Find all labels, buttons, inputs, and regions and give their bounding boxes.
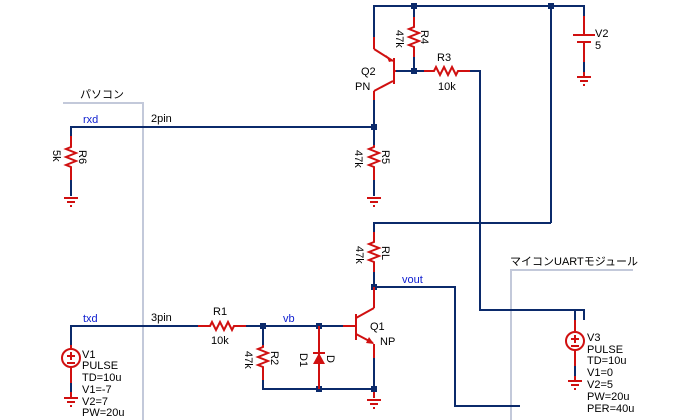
resistor-r3[interactable] [424, 64, 470, 78]
wire-vout[interactable] [374, 286, 520, 407]
mcu-block-border [510, 269, 633, 420]
resistor-r4[interactable] [406, 17, 422, 57]
junction [411, 68, 417, 74]
q1-type: NP [380, 336, 395, 348]
wire-rxd[interactable] [70, 126, 374, 136]
r6-value: 5k [50, 150, 62, 162]
v3-line: PER=40u [587, 403, 634, 415]
v1-line: TD=10u [82, 372, 121, 384]
v3-line: V2=5 [587, 379, 613, 391]
resistor-r2[interactable] [255, 345, 271, 380]
diode-d1[interactable] [313, 326, 325, 389]
r1-name: R1 [213, 306, 227, 318]
battery-v2[interactable] [573, 16, 595, 72]
net-2pin: 2pin [151, 113, 172, 125]
v1-line: V1=-7 [82, 384, 112, 396]
pulse-source-v1[interactable] [61, 345, 81, 392]
d1-type: D [324, 355, 336, 363]
v3-name: V3 [587, 332, 600, 344]
ground-icon [367, 197, 381, 207]
transistor-q1[interactable] [343, 287, 375, 390]
pc-block-label: パソコン [80, 88, 124, 101]
r4-value: 47k [393, 30, 405, 48]
r2-name: R2 [268, 351, 280, 365]
v1-line: V2=7 [82, 396, 108, 408]
v3-line: PULSE [587, 344, 623, 356]
r3-name: R3 [437, 52, 451, 64]
q2-name: Q2 [361, 66, 376, 78]
resistor-r5[interactable] [366, 145, 382, 180]
v1-name: V1 [82, 349, 95, 361]
r6-name: R6 [76, 150, 88, 164]
transistor-q2[interactable] [373, 37, 396, 100]
wire-r3-to-v3[interactable] [470, 70, 585, 320]
wire-ground-bus[interactable] [262, 380, 374, 390]
net-rxd: rxd [83, 114, 98, 126]
r4-name: R4 [418, 30, 430, 44]
ground-icon [64, 197, 78, 207]
wire-txd[interactable] [70, 325, 198, 345]
r2-value: 47k [242, 351, 254, 369]
net-vb: vb [283, 313, 295, 325]
v3-line: PW=20u [587, 391, 630, 403]
ground-icon [64, 392, 78, 407]
junction [371, 124, 377, 130]
junction [411, 3, 417, 9]
mcu-block-label: マイコンUARTモジュール [510, 256, 638, 268]
v3-line: V1=0 [587, 367, 613, 379]
rl-value: 47k [353, 246, 365, 264]
q1-name: Q1 [370, 321, 385, 333]
v1-line: PULSE [82, 360, 118, 372]
r5-name: R5 [379, 150, 391, 164]
wire-top-rail[interactable] [373, 5, 585, 37]
ground-icon [568, 376, 582, 390]
junction [371, 386, 377, 392]
resistor-r6[interactable] [63, 136, 79, 180]
q2-type: PN [355, 81, 370, 93]
rl-name: RL [379, 246, 391, 260]
v3-line: TD=10u [587, 355, 626, 367]
junction [548, 3, 554, 9]
resistor-r1[interactable] [198, 319, 246, 333]
resistor-rl[interactable] [366, 232, 382, 272]
pc-block-border [63, 102, 144, 420]
net-vout: vout [402, 274, 423, 286]
r5-value: 47k [352, 150, 364, 168]
r1-value: 10k [211, 335, 229, 347]
d1-name: D1 [297, 353, 309, 367]
v2-name: V2 [595, 28, 608, 40]
r3-value: 10k [438, 81, 456, 93]
v2-value: 5 [595, 40, 601, 52]
net-3pin: 3pin [151, 312, 172, 324]
net-txd: txd [83, 313, 98, 325]
v1-line: PW=20u [82, 407, 125, 419]
wire-rl-supply[interactable] [373, 222, 551, 232]
ground-icon [577, 72, 591, 86]
pulse-source-v3[interactable] [565, 320, 585, 376]
ground-icon [367, 390, 381, 409]
